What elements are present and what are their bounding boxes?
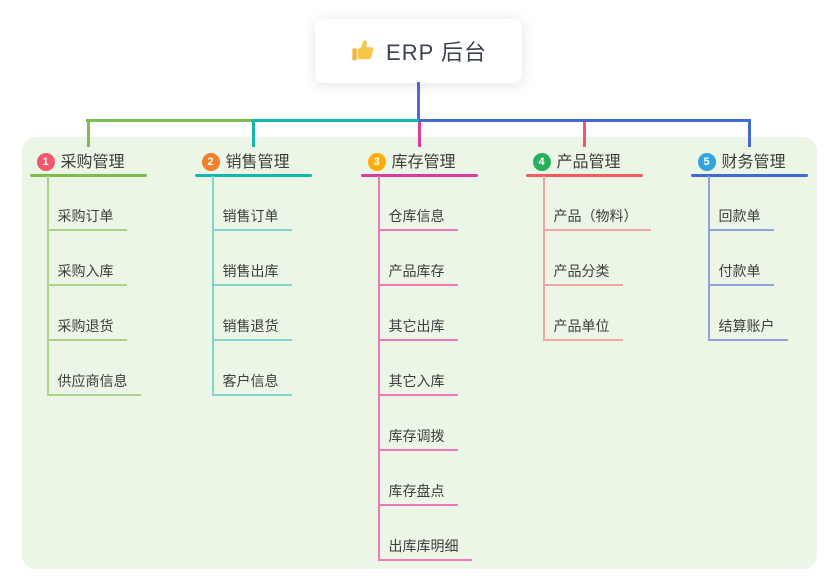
child-node[interactable]: 供应商信息 [46, 374, 141, 396]
root-node[interactable]: ERP 后台 [315, 19, 522, 83]
child-node[interactable]: 付款单 [707, 264, 774, 286]
branch-title-5[interactable]: 财务管理 [721, 154, 786, 171]
drop-branch-4 [582, 122, 586, 147]
child-node[interactable]: 产品分类 [542, 264, 623, 286]
branch-underline [194, 174, 312, 177]
branch-title-4[interactable]: 产品管理 [556, 154, 621, 171]
branch-badge: 5 [697, 153, 716, 171]
child-node[interactable]: 其它入库 [377, 374, 458, 396]
branch-badge: 2 [201, 153, 220, 171]
drop-branch-1 [86, 119, 90, 147]
child-node[interactable]: 产品（物料） [542, 209, 651, 231]
child-connector-line [377, 176, 380, 561]
child-connector-line [46, 176, 49, 396]
branch-title-2[interactable]: 销售管理 [225, 154, 290, 171]
child-connector-line [542, 176, 545, 341]
branch-title-1[interactable]: 采购管理 [60, 154, 125, 171]
child-node[interactable]: 采购订单 [46, 209, 127, 231]
drop-branch-3 [417, 122, 421, 147]
branch-underline [29, 174, 147, 177]
child-connector-line [707, 176, 710, 341]
child-node[interactable]: 库存调拨 [377, 429, 458, 451]
child-node[interactable]: 采购入库 [46, 264, 127, 286]
branch-underline [360, 174, 478, 177]
child-node[interactable]: 产品单位 [542, 319, 623, 341]
child-node[interactable]: 出库库明细 [377, 539, 472, 561]
branches-panel [22, 137, 817, 569]
child-node[interactable]: 采购退货 [46, 319, 127, 341]
bus-branch-5 [419, 119, 751, 122]
child-node[interactable]: 回款单 [707, 209, 774, 231]
branch-badge: 3 [367, 153, 386, 171]
branch-badge: 1 [36, 153, 55, 171]
drop-branch-5 [747, 119, 751, 147]
child-connector-line [211, 176, 214, 396]
branch-badge: 4 [532, 153, 551, 171]
child-node[interactable]: 其它出库 [377, 319, 458, 341]
branch-underline [690, 174, 808, 177]
bus-branch-1 [86, 119, 255, 122]
child-node[interactable]: 销售退货 [211, 319, 292, 341]
child-node[interactable]: 销售订单 [211, 209, 292, 231]
thumbs-up-icon [350, 38, 376, 64]
child-node[interactable]: 销售出库 [211, 264, 292, 286]
root-connector [417, 82, 420, 122]
child-node[interactable]: 库存盘点 [377, 484, 458, 506]
root-title: ERP 后台 [386, 40, 487, 65]
branch-underline [525, 174, 643, 177]
child-node[interactable]: 结算账户 [707, 319, 788, 341]
child-node[interactable]: 产品库存 [377, 264, 458, 286]
branch-title-3[interactable]: 库存管理 [391, 154, 456, 171]
drop-branch-2 [251, 119, 255, 147]
child-node[interactable]: 客户信息 [211, 374, 292, 396]
child-node[interactable]: 仓库信息 [377, 209, 458, 231]
bus-branch-2 [251, 119, 420, 122]
